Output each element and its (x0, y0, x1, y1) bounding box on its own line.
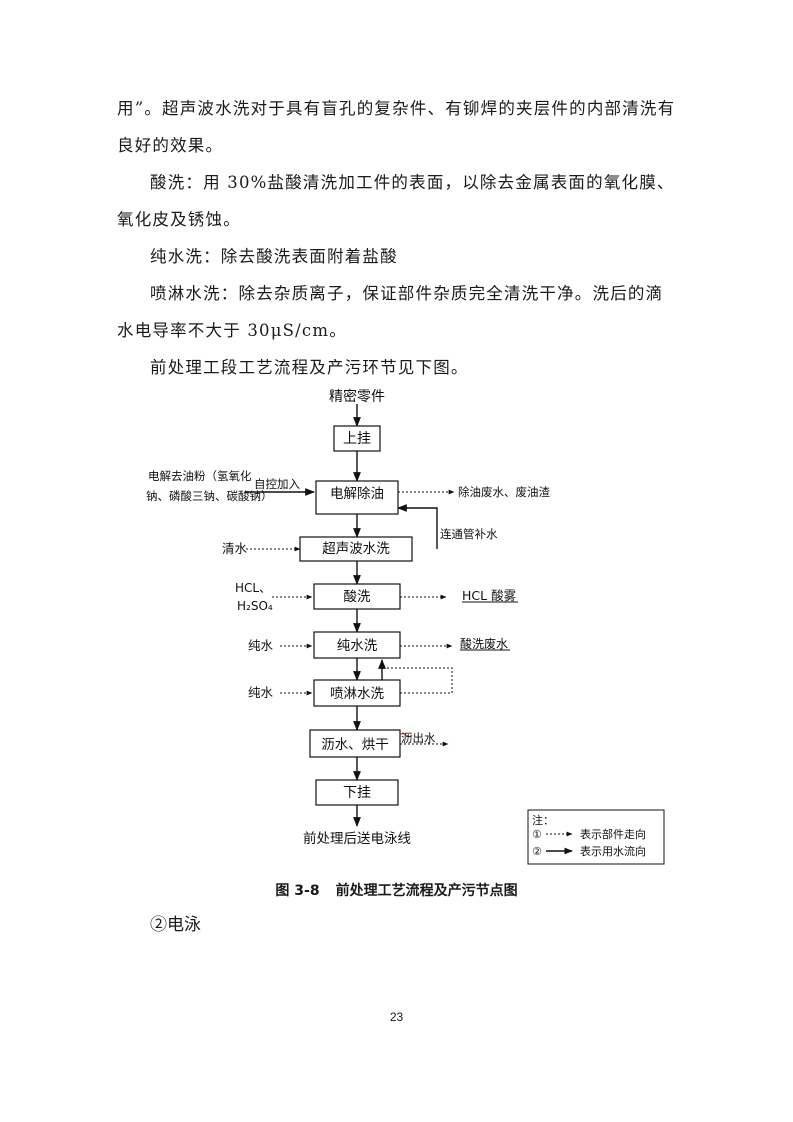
drip-water-label: 沥出水 (401, 731, 436, 745)
connect-pipe-label: 连通管补水 (440, 527, 498, 541)
auto-feed-label: 自控加入 (254, 477, 300, 491)
clean-water-label: 清水 (222, 541, 248, 556)
step-electrolytic-degrease: 电解除油 (330, 486, 384, 502)
degrease-chemical-label-2: 钠、磷酸三钠、碳酸钠） (146, 489, 273, 503)
legend-text-part-direction: 表示部件走向 (580, 827, 646, 841)
acid-input-label-2: H₂SO₄ (237, 599, 273, 613)
figure-title: 前处理工艺流程及产污节点图 (335, 883, 518, 899)
figure-caption: 图 3-8 前处理工艺流程及产污节点图 (0, 880, 793, 900)
step-unhang: 下挂 (343, 785, 371, 801)
step-spray-wash: 喷淋水洗 (330, 686, 384, 702)
drip-water-mark (399, 733, 413, 737)
degrease-chemical-label-1: 电解去油粉（氢氧化 (148, 469, 252, 483)
flow-end-label: 前处理后送电泳线 (303, 830, 411, 847)
process-boxes (299, 425, 413, 806)
paragraph-pickling: 酸洗：用 30%盐酸清洗加工件的表面，以除去金属表面的氧化膜、氧化皮及锈蚀。 (117, 173, 675, 229)
step-pure-water-wash: 纯水洗 (337, 638, 378, 654)
pure-water-label-2: 纯水 (248, 685, 274, 700)
step-ultrasonic-wash: 超声波水洗 (322, 541, 390, 557)
paragraph-pure-water-wash: 纯水洗：除去酸洗表面附着盐酸 (150, 247, 398, 266)
acid-wastewater-label: 酸洗废水 (460, 636, 508, 651)
legend-mark-2: ② (532, 845, 542, 858)
section-heading: ②电泳 (150, 915, 201, 935)
step-pickling: 酸洗 (344, 589, 371, 605)
pure-water-label-1: 纯水 (248, 638, 274, 653)
water-flow-arrows (246, 489, 455, 747)
legend-mark-1: ① (532, 828, 542, 841)
acid-input-label-1: HCL、 (235, 581, 271, 595)
step-hang: 上挂 (343, 431, 371, 447)
legend-box (527, 809, 665, 865)
legend-title: 注： (532, 813, 554, 827)
flow-start-label: 精密零件 (329, 388, 385, 405)
legend-text-water-direction: 表示用水流向 (580, 844, 646, 858)
degrease-waste-label: 除油废水、废油渣 (458, 485, 550, 499)
step-drain-dry: 沥水、烘干 (321, 737, 389, 753)
acid-mist-label: HCL 酸雾 (462, 588, 517, 603)
figure-number: 图 3-8 (275, 883, 320, 899)
process-flow-diagram: 精密零件 上挂 电解除油 超声波水洗 酸洗 纯水洗 喷淋水洗 沥水、烘干 下挂 … (146, 388, 665, 865)
part-flow-arrows (245, 404, 438, 827)
paragraph-flow-intro: 前处理工段工艺流程及产污环节见下图。 (150, 358, 469, 377)
paragraph-continued: 用”。超声波水洗对于具有盲孔的复杂件、有铆焊的夹层件的内部清洗有良好的效果。 (117, 99, 676, 155)
paragraph-spray-wash: 喷淋水洗：除去杂质离子，保证部件杂质完全清洗干净。洗后的滴水电导率不大于 30μ… (117, 284, 664, 340)
page-number: 23 (389, 1010, 404, 1024)
